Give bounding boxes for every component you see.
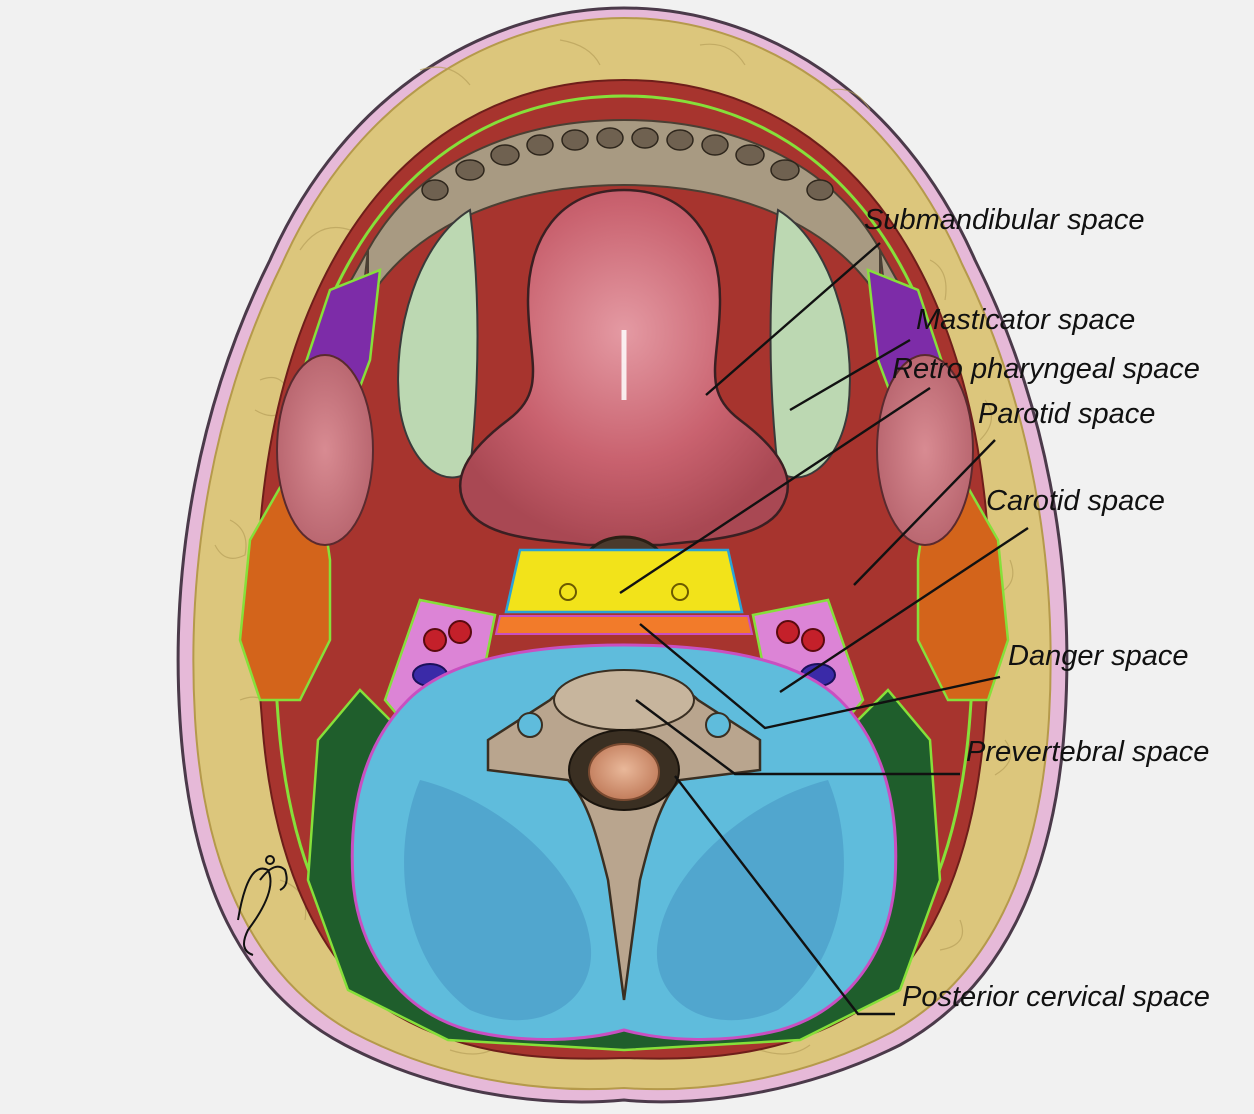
parotid-gland-left — [276, 354, 374, 546]
teeth — [421, 127, 834, 201]
leader-parotid — [853, 439, 996, 586]
vertebral-foramen-right — [705, 712, 731, 738]
label-retropharyngeal-space: Retro pharyngeal space — [892, 353, 1200, 385]
label-danger-space: Danger space — [1008, 640, 1189, 672]
leader-masticator — [789, 338, 911, 412]
artist-signature — [237, 855, 288, 956]
vertebral-body — [553, 669, 695, 731]
leader-prevertebral — [635, 699, 960, 776]
parotid-gland-right — [876, 354, 974, 546]
label-parotid-space: Parotid space — [978, 398, 1156, 430]
vertebral-foramen-left — [517, 712, 543, 738]
label-submandibular-space: Submandibular space — [864, 204, 1145, 236]
leader-carotid — [779, 526, 1029, 694]
deep-muscle-right — [656, 780, 844, 1021]
fat-texture — [214, 39, 1014, 1055]
retropharyngeal-space — [504, 548, 744, 614]
deep-muscle-left — [404, 780, 592, 1021]
spinal-cord — [588, 743, 660, 801]
leader-posterior-cervical — [674, 775, 895, 1016]
label-carotid-space: Carotid space — [986, 485, 1165, 517]
leader-lines — [619, 242, 1029, 1016]
leader-submandibular — [705, 242, 881, 396]
carotid-vessels — [412, 620, 836, 687]
label-posterior-cervical-space: Posterior cervical space — [902, 981, 1210, 1013]
label-masticator-space: Masticator space — [916, 304, 1136, 336]
leader-retropharyngeal — [619, 386, 931, 595]
label-prevertebral-space: Prevertebral space — [966, 736, 1210, 768]
danger-space — [494, 615, 754, 635]
sublingual-left — [397, 208, 479, 479]
leader-danger — [639, 623, 1001, 730]
